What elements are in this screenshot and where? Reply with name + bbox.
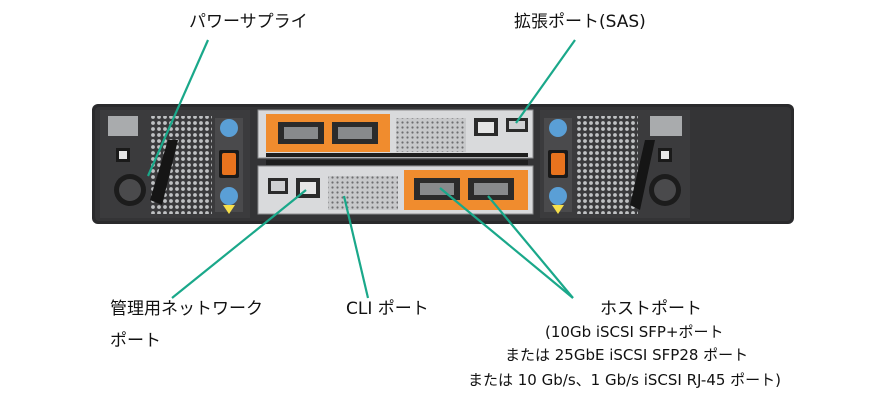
host-port-leader-1 [439,187,574,299]
power-supply-leader [146,39,210,177]
host-port-label: ホストポート [600,299,702,319]
host-port-detail-1: (10Gb iSCSI SFP+ポート [545,323,724,341]
controller-module-bottom [257,160,534,215]
expansion-port-leader [515,39,576,124]
power-supply-right [540,110,690,218]
host-port-leader-2 [487,195,574,299]
leader-lines [146,39,576,299]
power-supply-label: パワーサプライ [189,12,308,32]
cli-port-leader [342,195,370,299]
management-port-label-line2: ポート [110,331,161,351]
power-supply-left [100,110,250,218]
management-port-leader [171,189,307,299]
management-port-label-line1: 管理用ネットワーク [110,299,263,319]
controller-module-top [257,109,534,159]
cli-port-label: CLI ポート [346,299,429,319]
host-port-detail-2: または 25GbE iSCSI SFP28 ポート [505,346,749,364]
host-port-detail-3: または 10 Gb/s、1 Gb/s iSCSI RJ-45 ポート) [468,371,782,389]
expansion-port-label: 拡張ポート(SAS) [514,12,646,32]
